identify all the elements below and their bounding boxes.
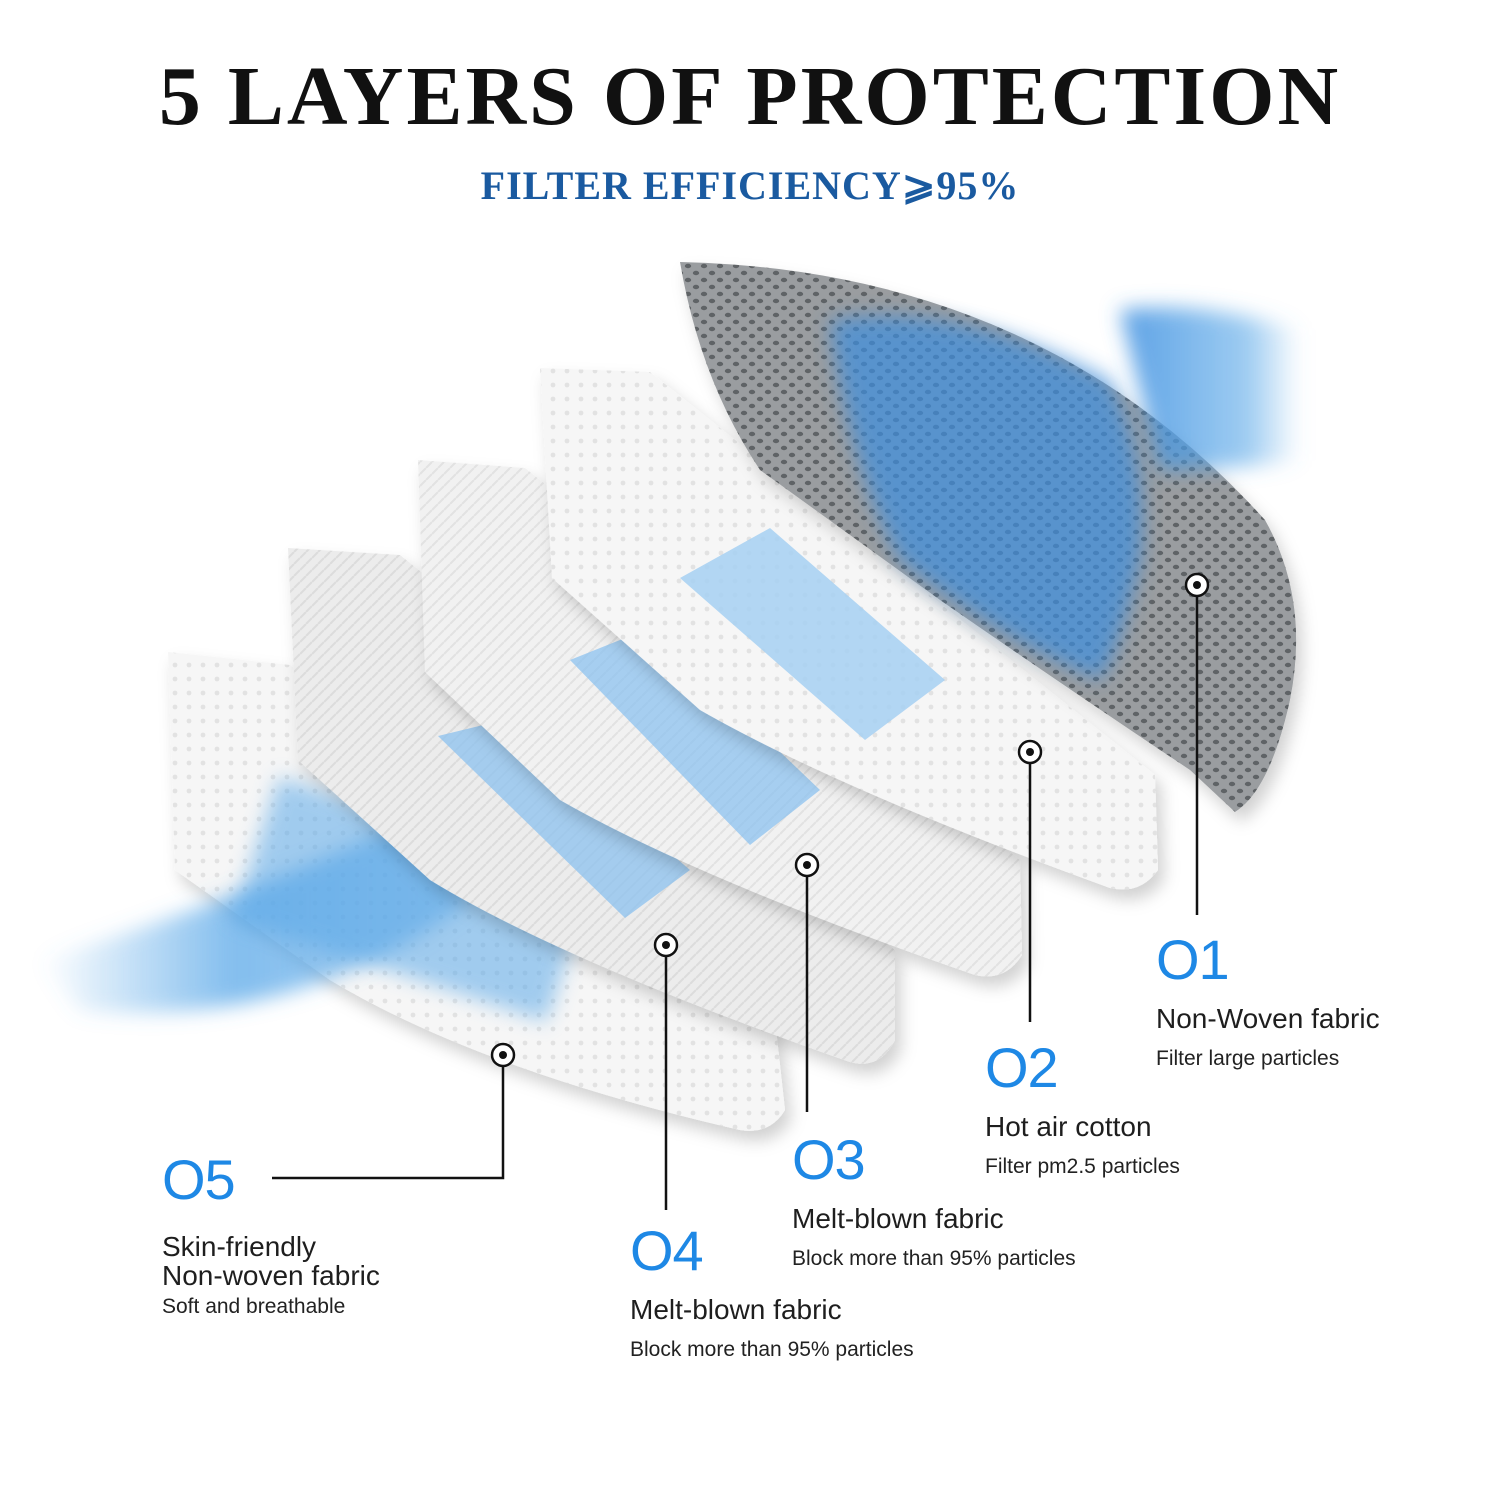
layer-04-number: O4 — [630, 1219, 704, 1282]
layer-03-label: O3 Melt-blown fabric Block more than 95%… — [792, 1128, 1076, 1271]
layer-01-description: Filter large particles — [1156, 1047, 1340, 1071]
marker-03 — [794, 852, 820, 1112]
layer-01-label: O1 Non-Woven fabric Filter large particl… — [1156, 928, 1380, 1071]
filter-efficiency-subtitle: FILTER EFFICIENCY⩾95% — [480, 163, 1020, 208]
marker-02 — [1017, 739, 1043, 1022]
layer-03-description: Block more than 95% particles — [792, 1247, 1076, 1271]
layer-03-airflow-band — [570, 628, 820, 845]
layer-04-name: Melt-blown fabric — [630, 1294, 842, 1325]
layer-05-name-line1: Skin-friendly — [162, 1231, 317, 1262]
layer-05-description: Soft and breathable — [162, 1294, 346, 1318]
layer-05-airflow-band — [232, 777, 593, 1022]
layer-02-description: Filter pm2.5 particles — [985, 1155, 1180, 1179]
layer-05-name-line2: Non-woven fabric — [162, 1260, 380, 1292]
airflow-out — [1120, 307, 1300, 470]
layer-04-description: Block more than 95% particles — [630, 1338, 914, 1362]
page-title: 5 LAYERS OF PROTECTION — [158, 50, 1342, 143]
layer-03-number: O3 — [792, 1128, 866, 1191]
layer-01-number: O1 — [1156, 928, 1230, 991]
layer-02-label: O2 Hot air cotton Filter pm2.5 particles — [985, 1036, 1180, 1179]
layer-05-label: O5 Skin-friendly Non-woven fabric Soft a… — [162, 1152, 380, 1318]
layer-04-label: O4 Melt-blown fabric Block more than 95%… — [630, 1219, 914, 1362]
layer-02-name: Hot air cotton — [985, 1111, 1152, 1142]
layer-05-number: O5 — [162, 1148, 236, 1211]
marker-04 — [653, 932, 679, 1210]
marker-05 — [272, 1042, 516, 1180]
layer-03-name: Melt-blown fabric — [792, 1203, 1004, 1234]
layer-05-name: Skin-friendly Non-woven fabric — [162, 1232, 380, 1291]
marker-01 — [1184, 572, 1210, 915]
layer-02-number: O2 — [985, 1036, 1059, 1099]
layer-01-airflow-blob — [830, 316, 1142, 680]
layer-04-airflow-band — [438, 718, 690, 918]
layer-01-name: Non-Woven fabric — [1156, 1003, 1380, 1034]
layer-02-airflow-band — [680, 528, 945, 740]
